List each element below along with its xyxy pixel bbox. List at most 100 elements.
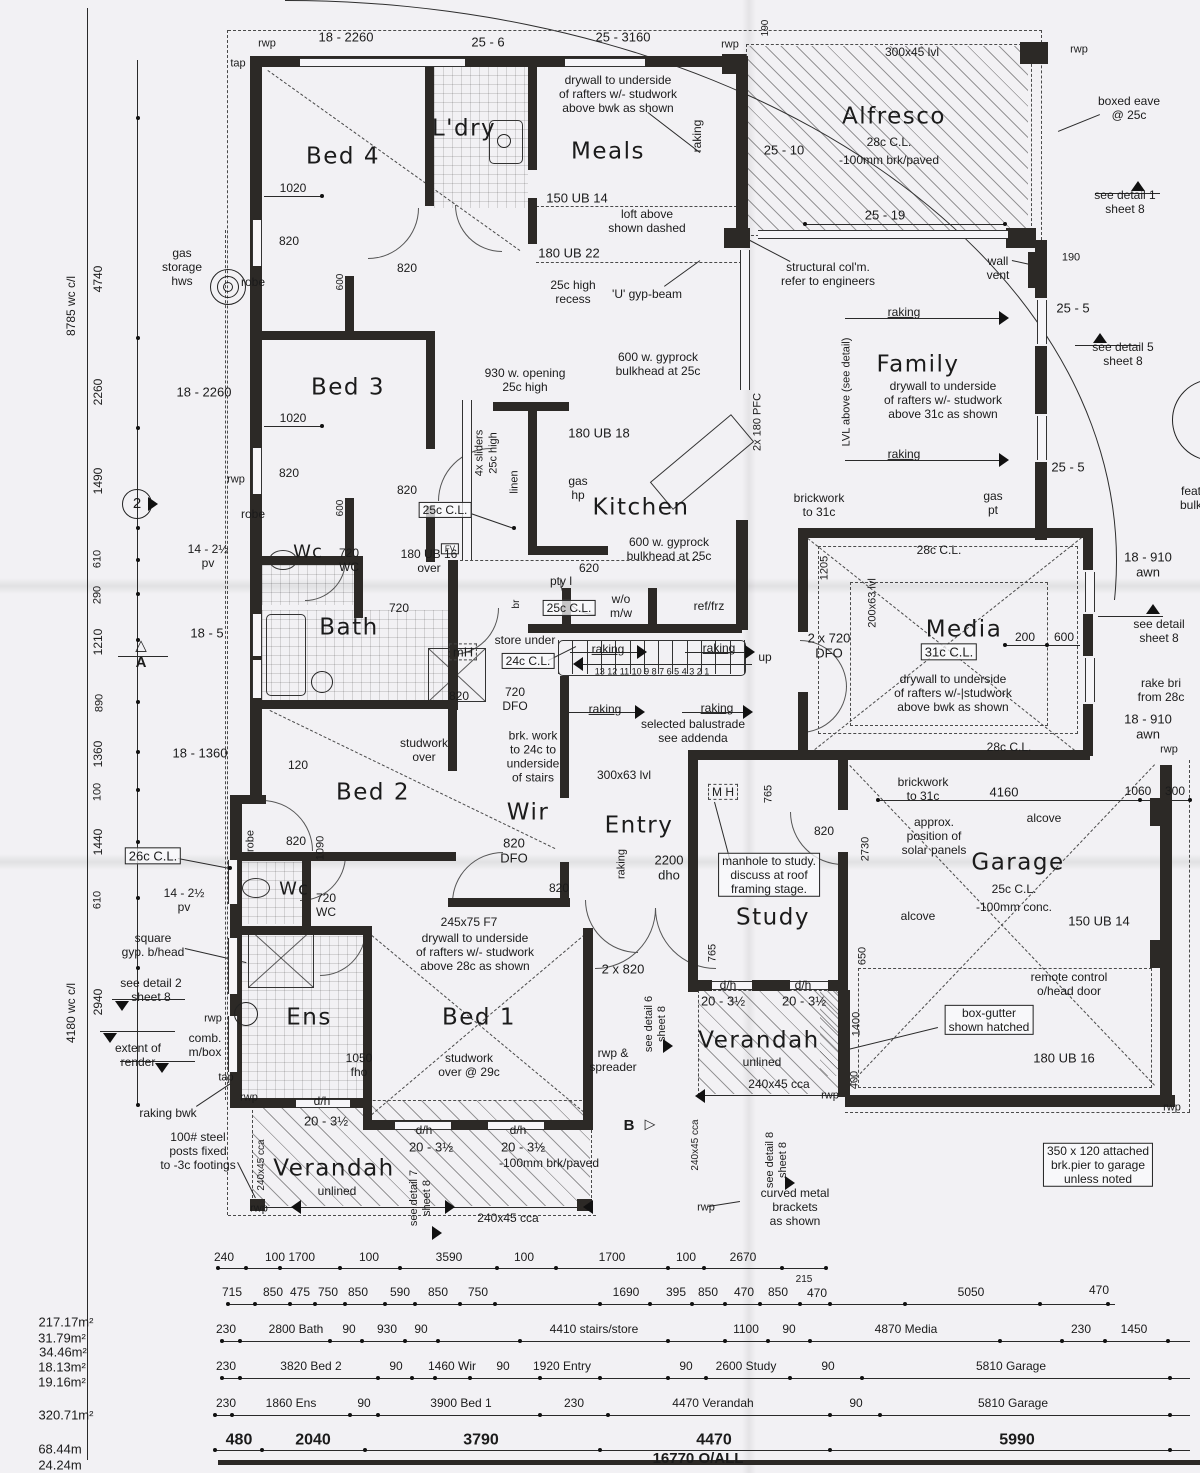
arrow-marker xyxy=(148,497,158,511)
dim-tick xyxy=(666,1266,670,1270)
dim-tick xyxy=(136,750,140,754)
dim-tick xyxy=(518,1339,522,1343)
label-drywall-to-underside-of-ra: drywall to underside of rafters w/-|stud… xyxy=(894,671,1012,715)
dim-tick xyxy=(495,1266,499,1270)
label-610: 610 xyxy=(91,890,104,910)
line xyxy=(805,224,1005,225)
label-store-under: store under xyxy=(494,632,556,647)
label-820: 820 xyxy=(396,482,418,497)
wall-segment xyxy=(262,700,458,709)
stair-step xyxy=(744,640,745,674)
label-31c-c-l: 31c C.L. xyxy=(920,643,978,661)
label-25c-c-l: 25c C.L. xyxy=(418,501,472,519)
dim-tick xyxy=(136,336,140,340)
dim-tick xyxy=(788,1376,792,1380)
arrow-marker xyxy=(663,1039,673,1053)
label-rwp: rwp xyxy=(821,1089,839,1102)
label-820-dfo: 820 DFO xyxy=(500,835,528,866)
label-180-ub-18: 180 UB 18 xyxy=(568,425,630,441)
window xyxy=(790,981,828,990)
label-unlined: unlined xyxy=(742,1054,782,1069)
label-90: 90 xyxy=(782,1321,796,1336)
label-600: 600 xyxy=(1053,629,1075,644)
label-31-79m: 31.79m² xyxy=(38,1330,86,1346)
label-1090: 1090 xyxy=(314,835,327,861)
label-item: △ xyxy=(135,637,147,655)
wall-segment xyxy=(688,758,698,992)
stair-step xyxy=(729,640,731,674)
dashed-line xyxy=(536,206,742,207)
dim-tick xyxy=(136,558,140,562)
window xyxy=(1037,300,1047,344)
wall-segment xyxy=(648,588,657,628)
label-600-w-gyprock-bulkhead-at-: 600 w. gyprock bulkhead at 25c xyxy=(615,349,701,378)
label-190: 190 xyxy=(760,19,772,37)
arrow-marker xyxy=(695,1089,705,1103)
window xyxy=(395,1121,451,1130)
dim-tick xyxy=(278,1266,282,1270)
label-robe: robe xyxy=(240,506,266,521)
label-1210: 1210 xyxy=(90,628,105,656)
dim-tick xyxy=(554,1266,558,1270)
dim-tick xyxy=(1045,643,1049,647)
label-820: 820 xyxy=(813,823,835,838)
dim-tick xyxy=(903,1302,907,1306)
stair-step xyxy=(686,640,688,674)
dashed-line xyxy=(460,560,700,561)
label-850: 850 xyxy=(427,1284,449,1299)
label-5050: 5050 xyxy=(957,1284,985,1299)
label-meals: Meals xyxy=(571,138,645,165)
wall-segment xyxy=(230,926,372,935)
label-90: 90 xyxy=(849,1395,863,1410)
line xyxy=(112,999,185,1000)
label-remote-control-o-head-door: remote control o/head door xyxy=(1030,969,1108,998)
label-see-detail-2-sheet-8: see detail 2 sheet 8 xyxy=(120,975,182,1004)
dim-tick xyxy=(512,526,516,530)
label-90: 90 xyxy=(342,1321,356,1336)
label-wc: Wc xyxy=(279,878,309,900)
label-bed-3: Bed 3 xyxy=(311,374,385,401)
label-rake-bri-from-28c: rake bri from 28c xyxy=(1137,675,1185,704)
label-25c-c-l: 25c C.L. xyxy=(542,599,596,617)
arrow-marker xyxy=(445,1200,455,1214)
wall-segment xyxy=(448,560,458,710)
line xyxy=(682,712,745,713)
label-1100: 1100 xyxy=(733,1321,759,1336)
wall-segment xyxy=(1150,798,1170,826)
line xyxy=(570,652,640,653)
label-1020: 1020 xyxy=(279,180,307,195)
fixture-outline xyxy=(266,614,306,696)
window xyxy=(252,660,262,698)
label-brk-work-to-24c-to-undersi: brk. work to 24c to underside of stairs xyxy=(506,728,560,786)
label-590: 590 xyxy=(389,1284,411,1299)
arrow-marker xyxy=(635,705,645,719)
label-26c-c-l: 26c C.L. xyxy=(124,847,182,865)
label-230: 230 xyxy=(563,1395,585,1410)
wall-segment xyxy=(528,546,608,555)
label-d-h: d/h xyxy=(794,977,812,992)
stair-step xyxy=(572,640,574,674)
label-brickwork-to-31c: brickwork to 31c xyxy=(793,490,845,519)
label-230: 230 xyxy=(215,1321,237,1336)
tiled-floor-area xyxy=(262,610,450,700)
label-150-ub-14: 150 UB 14 xyxy=(1068,913,1130,929)
label-approx-position-of-solar-p: approx. position of solar panels xyxy=(901,814,967,858)
label-feat-bulk: feat bulk xyxy=(1179,483,1200,512)
label-1060: 1060 xyxy=(1124,783,1152,798)
dim-tick xyxy=(320,194,324,198)
label-1920-entry: 1920 Entry xyxy=(532,1358,592,1373)
dim-tick xyxy=(216,1266,220,1270)
dim-tick xyxy=(136,966,140,970)
label-850: 850 xyxy=(767,1284,789,1299)
label-5990: 5990 xyxy=(999,1431,1035,1449)
label-300x63-lvl: 300x63 lvl xyxy=(596,767,652,782)
window xyxy=(1085,572,1095,612)
line xyxy=(845,318,1002,319)
dim-tick xyxy=(136,700,140,704)
dim-tick xyxy=(320,424,324,428)
dim-tick xyxy=(136,526,140,530)
stair-step xyxy=(600,640,602,674)
dim-tick xyxy=(253,1302,257,1306)
dim-tick xyxy=(230,1413,234,1417)
dim-tick xyxy=(598,1302,602,1306)
